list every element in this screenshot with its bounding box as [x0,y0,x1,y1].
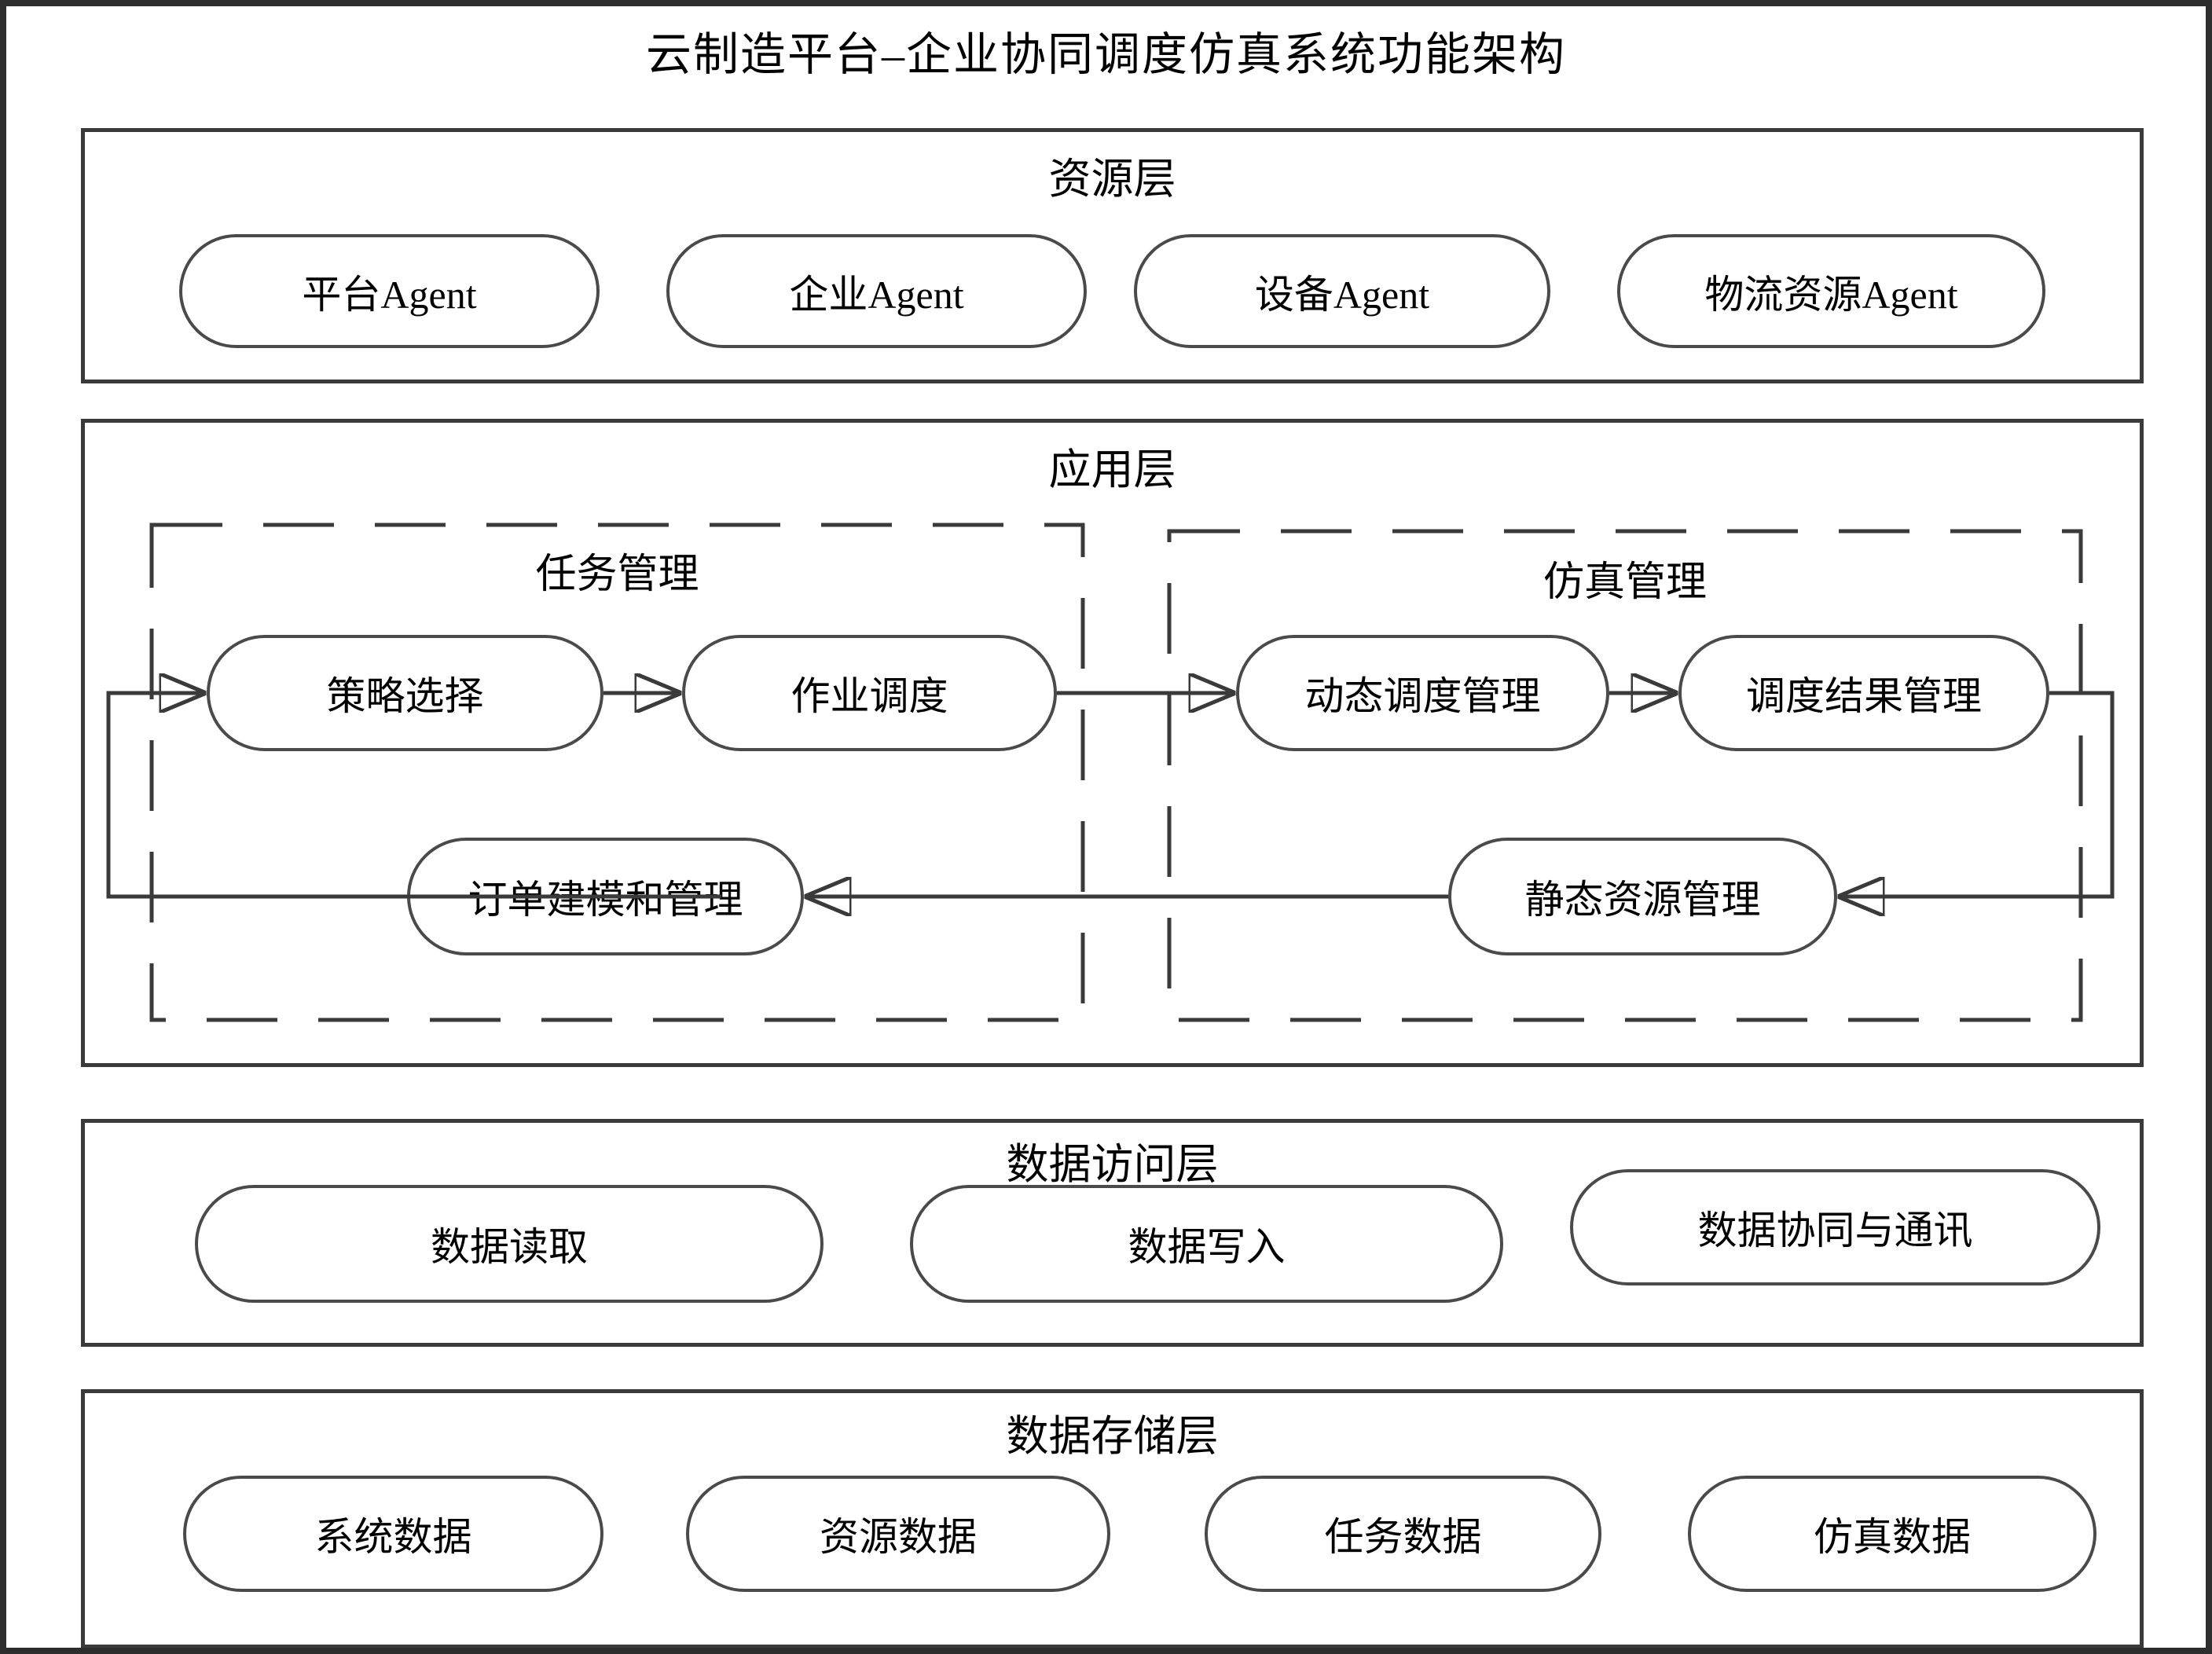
pill-scheduling-result-management: 调度结果管理 [1678,635,2049,751]
page-title: 云制造平台–企业协同调度仿真系统功能架构 [645,29,1566,80]
pill-system-data: 系统数据 [183,1476,603,1592]
pill-simulation-data: 仿真数据 [1688,1476,2096,1592]
pill-equipment-agent: 设备Agent [1134,234,1550,348]
group-task-management-title: 任务管理 [535,552,699,597]
pill-data-write: 数据写入 [910,1185,1503,1303]
group-simulation-management-title: 仿真管理 [1543,560,1707,605]
layer-data-access-title: 数据访问层 [1006,1141,1219,1188]
pill-resource-data: 资源数据 [686,1476,1110,1592]
pill-logistics-resource-agent: 物流资源Agent [1617,234,2045,348]
pill-enterprise-agent: 企业Agent [666,234,1087,348]
pill-dynamic-scheduling-management: 动态调度管理 [1236,635,1609,751]
pill-data-read: 数据读取 [195,1185,824,1303]
pill-task-data: 任务数据 [1205,1476,1601,1592]
layer-application-title: 应用层 [1048,446,1176,493]
layer-resource: 资源层 平台Agent 企业Agent 设备Agent 物流资源Agent [81,128,2144,383]
pill-platform-agent: 平台Agent [179,234,600,348]
layer-resource-title: 资源层 [1048,156,1176,203]
pill-order-modeling-management: 订单建模和管理 [407,838,804,955]
layer-data-storage: 数据存储层 系统数据 资源数据 任务数据 仿真数据 [81,1389,2144,1648]
pill-job-scheduling: 作业调度 [682,635,1057,751]
pill-strategy-selection: 策略选择 [207,635,603,751]
layer-data-storage-title: 数据存储层 [1006,1413,1219,1460]
pill-data-collaboration-communication: 数据协同与通讯 [1570,1169,2100,1285]
layer-application: 应用层 任务管理 仿真管理 策略选择 作业调度 订单建模和管理 动态调度管理 调… [81,419,2144,1067]
layer-data-access: 数据访问层 数据读取 数据写入 数据协同与通讯 [81,1119,2144,1347]
pill-static-resource-management: 静态资源管理 [1448,838,1837,955]
